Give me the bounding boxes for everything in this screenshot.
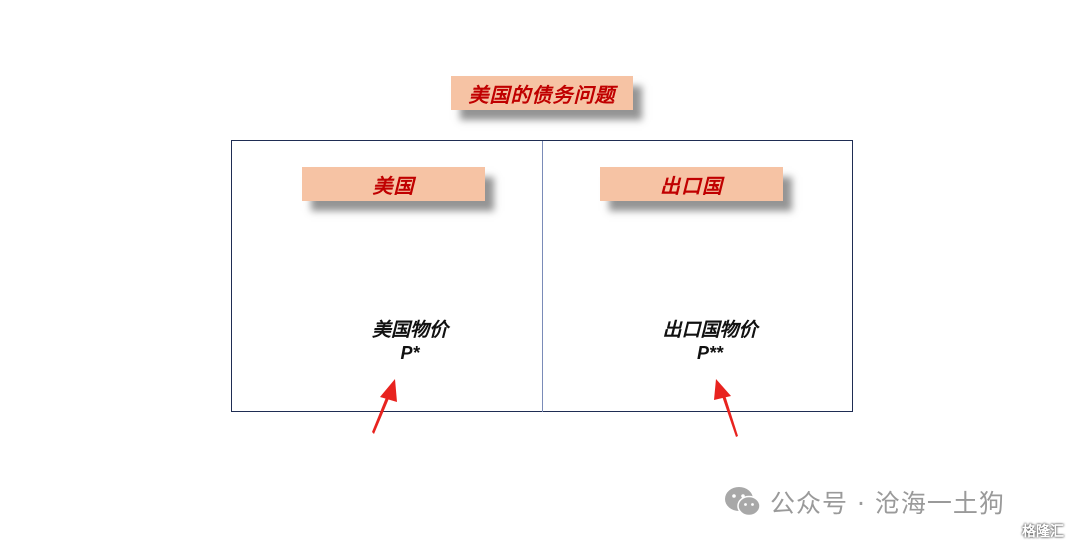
watermark: 公众号 · 沧海一土狗 bbox=[724, 484, 1005, 520]
panel-divider bbox=[542, 141, 543, 412]
wechat-icon bbox=[725, 487, 761, 517]
diagram-title: 美国的债务问题 bbox=[451, 76, 633, 110]
exporter-price-name: 出口国物价 bbox=[662, 319, 758, 341]
brand-text: 格隆汇 bbox=[1022, 524, 1064, 540]
us-price-name: 美国物价 bbox=[371, 319, 448, 341]
exporter-price-symbol: P** bbox=[696, 343, 723, 363]
brand-mark: 格隆汇 bbox=[1003, 521, 1064, 541]
gelonghui-logo-icon bbox=[1003, 523, 1019, 539]
exporter-header: 出口国 bbox=[600, 167, 783, 201]
exporter-price-block: 出口国物价 P** bbox=[630, 318, 790, 364]
us-price-symbol: P* bbox=[400, 343, 420, 363]
us-header: 美国 bbox=[302, 167, 485, 201]
watermark-text: 公众号 · 沧海一土狗 bbox=[770, 489, 1005, 518]
us-price-block: 美国物价 P* bbox=[340, 318, 480, 364]
